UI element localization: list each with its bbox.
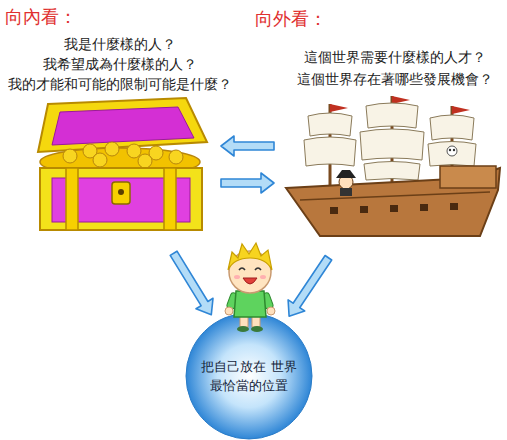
question-text: 這個世界存在著哪些發展機會？ (290, 70, 500, 88)
question-text: 我的才能和可能的限制可能是什麼？ (0, 75, 240, 93)
question-text: 這個世界需要什麼樣的人才？ (290, 48, 500, 66)
section-heading: 向外看： (255, 8, 327, 30)
question-text: 我希望成為什麼樣的人？ (0, 55, 240, 73)
region-box: 向外看：這個世界需要什麼樣的人才？這個世界存在著哪些發展機會？ (280, 95, 500, 237)
section-heading: 向內看： (5, 6, 77, 28)
flow-arrow (170, 251, 213, 315)
goal-circle: 把自己放在 世界 最恰當的位置 (185, 312, 313, 440)
circle-outline (185, 312, 313, 440)
circle-shape (186, 313, 312, 439)
flow-arrow (221, 136, 274, 156)
flow-arrow (288, 256, 332, 317)
pirate-ship (286, 96, 500, 236)
region-box: 向內看：我是什麼樣的人？我希望成為什麼樣的人？我的才能和可能的限制可能是什麼？ (25, 100, 215, 232)
treasure-chest (38, 98, 207, 230)
question-text: 我是什麼樣的人？ (0, 35, 240, 53)
center-text: 把自己放在 世界 最恰當的位置 (201, 357, 297, 395)
flow-arrow (221, 173, 274, 193)
